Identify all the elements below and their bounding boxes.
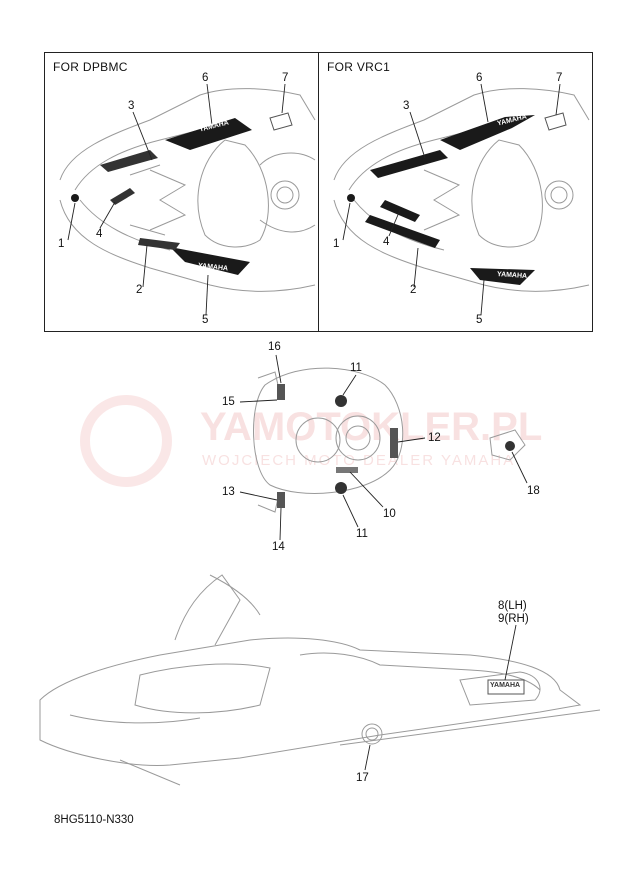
side-view-snowmobile (39, 574, 601, 786)
callout-6-vrc1: 6 (476, 72, 483, 84)
callout-9-rh: 9(RH) (498, 613, 529, 625)
callout-5-vrc1: 5 (476, 314, 483, 326)
callout-12: 12 (428, 432, 441, 444)
hull-top-view-vrc1 (333, 88, 590, 292)
callout-16: 16 (268, 341, 281, 353)
callout-17: 17 (356, 772, 369, 784)
side-view-leaders (364, 624, 517, 771)
decal-logo-side: YAMAHA (490, 682, 521, 689)
callout-8-lh: 8(LH) (498, 600, 527, 612)
callout-leaders-vrc1 (342, 83, 561, 316)
seat-leaders (239, 354, 528, 541)
callout-4-vrc1: 4 (383, 236, 390, 248)
watermark-text: YAMOTOKLER.PL (200, 405, 543, 449)
watermark-logo (80, 395, 172, 487)
callout-13: 13 (222, 486, 235, 498)
callout-7-dpbmc: 7 (282, 72, 289, 84)
callout-2-dpbmc: 2 (136, 284, 143, 296)
callout-5-dpbmc: 5 (202, 314, 209, 326)
callout-7-vrc1: 7 (556, 72, 563, 84)
callout-15: 15 (222, 396, 235, 408)
panel-title-vrc1: FOR VRC1 (327, 60, 391, 74)
seat-top-view (253, 367, 526, 513)
callout-3-dpbmc: 3 (128, 100, 135, 112)
decal-stripes-dpbmc (71, 112, 293, 275)
diagram-code: 8HG5110-N330 (54, 814, 134, 826)
callout-11-top: 11 (350, 362, 362, 374)
callout-leaders-dpbmc (67, 83, 286, 316)
hull-top-view-dpbmc (59, 88, 316, 292)
panel-title-dpbmc: FOR DPBMC (53, 60, 128, 74)
callout-4-dpbmc: 4 (96, 228, 103, 240)
watermark-subtext: WOJCIECH MOTO DEALER YAMAHA (202, 452, 516, 469)
callout-10: 10 (383, 508, 396, 520)
callout-1-vrc1: 1 (333, 238, 340, 250)
callout-11-bottom: 11 (356, 528, 368, 540)
callout-1-dpbmc: 1 (58, 238, 65, 250)
callout-2-vrc1: 2 (410, 284, 417, 296)
callout-6-dpbmc: 6 (202, 72, 209, 84)
callout-3-vrc1: 3 (403, 100, 410, 112)
decal-stripes-vrc1 (347, 112, 567, 285)
panel-vrc1 (318, 52, 593, 332)
callout-18: 18 (527, 485, 540, 497)
callout-14: 14 (272, 541, 285, 553)
